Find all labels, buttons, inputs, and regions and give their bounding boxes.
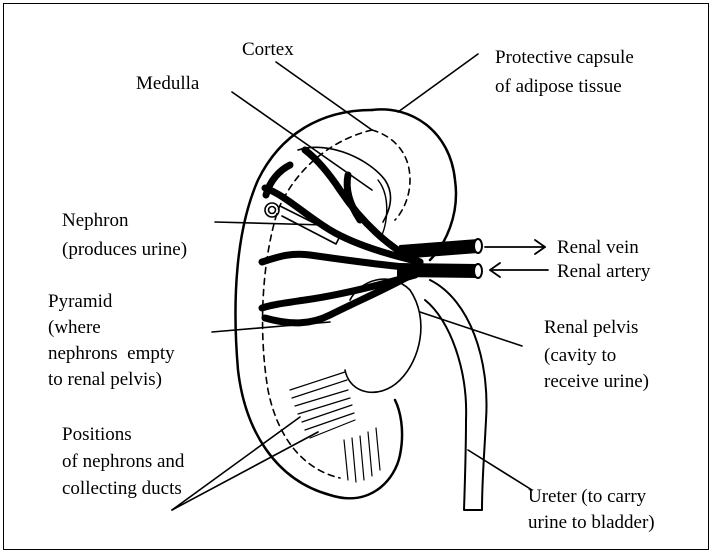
ureter (425, 280, 487, 510)
label-pelvis-line1: Renal pelvis (544, 316, 638, 340)
label-capsule-line1: Protective capsule (495, 46, 634, 70)
label-positions-line1: Positions (62, 423, 132, 447)
pyramid-stripes (290, 372, 380, 482)
label-pyramid-line4: to renal pelvis) (48, 368, 162, 392)
label-pelvis-line2: (cavity to (544, 344, 616, 368)
label-nephron-line2: (produces urine) (62, 238, 187, 262)
renal-pelvis-outline (345, 279, 421, 392)
blood-vessels (262, 150, 420, 323)
label-ureter-line1: Ureter (to carry (528, 485, 646, 509)
artery-arrow (490, 263, 548, 277)
label-renal-vein: Renal vein (557, 236, 639, 260)
label-capsule-line2: of adipose tissue (495, 75, 622, 99)
label-cortex: Cortex (242, 38, 294, 62)
vein-arrow (485, 240, 545, 254)
label-nephron-line1: Nephron (62, 209, 128, 233)
label-pyramid-line3: nephrons empty (48, 342, 175, 366)
label-pyramid-line1: Pyramid (48, 290, 112, 314)
label-positions-line3: collecting ducts (62, 477, 182, 501)
label-positions-line2: of nephrons and (62, 450, 184, 474)
label-pyramid-line2: (where (48, 316, 101, 340)
medulla-lobe-2 (378, 180, 387, 235)
cortex-boundary-right (372, 130, 410, 220)
label-pelvis-line3: receive urine) (544, 370, 649, 394)
label-ureter-line2: urine to bladder) (528, 511, 655, 535)
label-medulla: Medulla (136, 72, 199, 96)
label-renal-artery: Renal artery (557, 260, 650, 284)
